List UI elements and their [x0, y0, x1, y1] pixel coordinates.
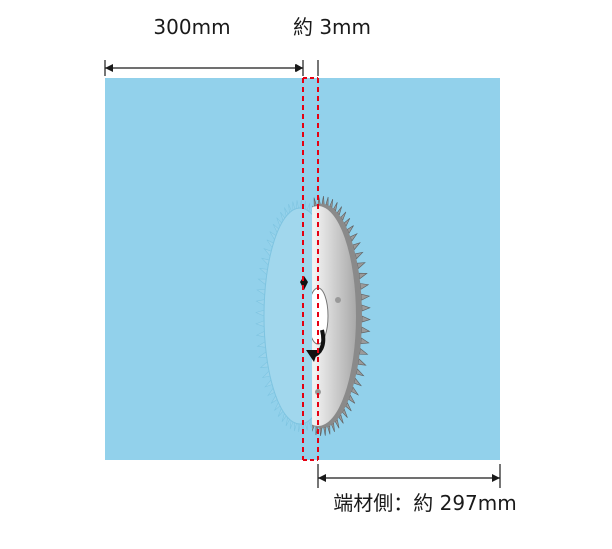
saw-tooth	[308, 418, 312, 429]
saw-tooth	[257, 278, 267, 286]
saw-tooth	[280, 211, 286, 222]
saw-tooth	[297, 423, 301, 432]
saw-tooth	[276, 217, 283, 227]
dimension-left-width	[104, 60, 304, 76]
saw-blade	[255, 196, 371, 436]
saw-tooth	[310, 209, 312, 215]
saw-tooth	[303, 200, 306, 210]
saw-tooth	[263, 248, 272, 257]
rotation-arrow-head	[306, 350, 318, 362]
label-left-width: 300mm	[153, 15, 230, 39]
kerf-guide	[302, 77, 319, 461]
saw-tooth	[259, 361, 269, 368]
saw-tooth	[311, 417, 312, 419]
saw-tooth	[285, 416, 290, 427]
label-kerf-width: 約 3mm	[293, 15, 371, 39]
saw-tooth	[266, 239, 274, 249]
circular-saw-blade-icon	[312, 196, 371, 436]
saw-tooth	[256, 341, 266, 348]
saw-tooth	[267, 387, 275, 397]
saw-tooth	[284, 207, 289, 217]
saw-tooth	[288, 203, 292, 214]
dimension-offcut	[317, 464, 501, 488]
dimension-kerf-width	[296, 60, 319, 76]
saw-tooth	[255, 320, 265, 328]
saw-tooth	[281, 412, 287, 422]
saw-tooth	[264, 379, 273, 388]
saw-tooth	[258, 268, 268, 276]
saw-tooth	[299, 200, 303, 209]
saw-tooth	[292, 201, 296, 211]
saw-tooth	[304, 421, 308, 431]
saw-tooth	[306, 202, 311, 212]
saw-tooth	[294, 422, 297, 432]
saw-tooth	[257, 351, 268, 358]
saw-tooth	[255, 299, 265, 306]
saw-tooth	[272, 223, 280, 234]
saw-tooth	[312, 205, 313, 208]
saw-tooth	[289, 420, 294, 430]
saw-tooth	[269, 231, 277, 241]
saw-tooth	[274, 401, 281, 411]
saw-tooth	[255, 330, 266, 338]
label-offcut-side: 端材側：約 297mm	[333, 491, 517, 515]
saw-tooth	[296, 200, 299, 209]
saw-tooth	[277, 407, 284, 417]
saw-tooth	[261, 370, 271, 379]
saw-tooth	[256, 288, 266, 296]
saw-tooth	[255, 309, 265, 317]
saw-tooth	[260, 257, 270, 266]
saw-tooth	[270, 394, 278, 404]
blade-hidden-part	[255, 200, 312, 432]
